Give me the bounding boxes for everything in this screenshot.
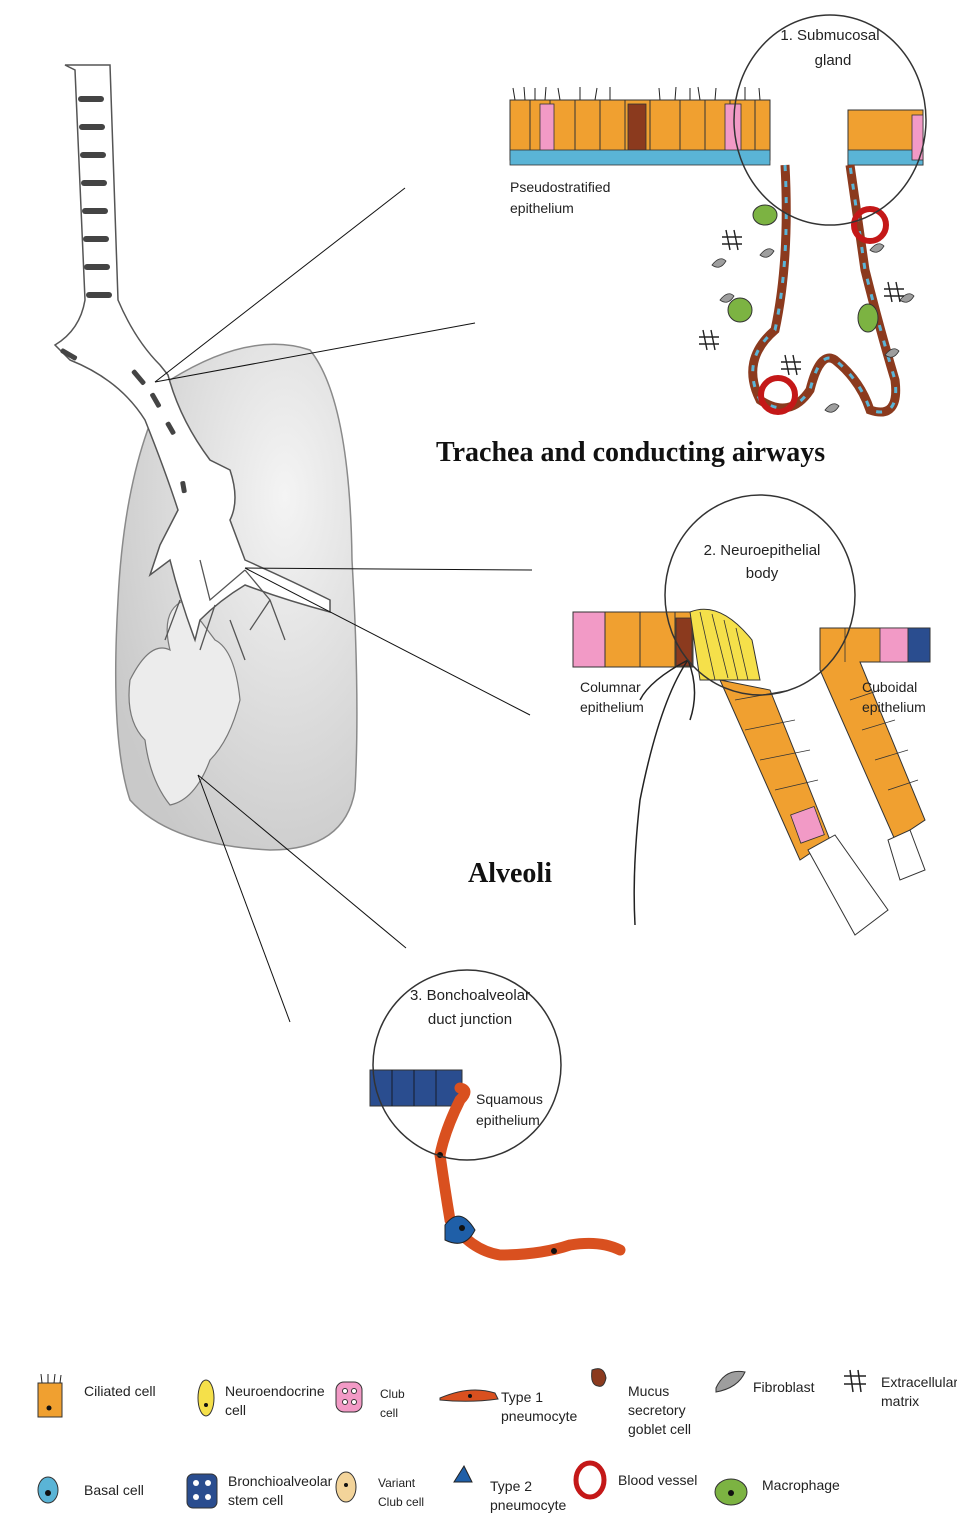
legend-vessel: Blood vessel xyxy=(618,1471,697,1490)
legend-ciliated: Ciliated cell xyxy=(84,1382,156,1401)
cuboidal-label-2: epithelium xyxy=(862,699,926,715)
neb-cluster xyxy=(690,609,760,680)
pseudostratified-label-1: Pseudostratified xyxy=(510,179,610,195)
legend-fibroblast: Fibroblast xyxy=(753,1378,814,1397)
legend-icons xyxy=(38,1369,866,1508)
neuroendocrine-cell-icon xyxy=(198,1380,214,1416)
gland-title-2: gland xyxy=(815,52,852,69)
macrophage-3 xyxy=(858,304,878,332)
squamous-label-2: epithelium xyxy=(476,1112,540,1128)
blood-vessel-icon xyxy=(576,1463,604,1497)
extracellular-matrix-icon xyxy=(844,1370,866,1392)
gland-duct xyxy=(753,165,896,412)
inset-neuroepithelial-body: 2. Neuroepithelial body Columnar epithel… xyxy=(573,495,930,935)
inset-bronchoalveolar-junction: 3. Bonchoalveolar duct junction Squamous… xyxy=(370,970,620,1255)
pseudostratified-label-2: epithelium xyxy=(510,200,574,216)
basc-icon xyxy=(187,1474,217,1508)
neb-title-1: 2. Neuroepithelial xyxy=(704,542,821,559)
legend-basal: Basal cell xyxy=(84,1481,144,1500)
macrophage-icon xyxy=(715,1479,747,1505)
ciliated-cell-icon xyxy=(38,1374,62,1417)
basal-cell-icon xyxy=(38,1477,58,1503)
badj-title-1: 3. Bonchoalveolar xyxy=(410,987,530,1004)
squamous-label-1: Squamous xyxy=(476,1091,543,1107)
legend-macrophage: Macrophage xyxy=(762,1476,840,1495)
pseudostratified-epithelium xyxy=(510,87,923,165)
club-cell-icon xyxy=(336,1382,362,1412)
columnar-label-2: epithelium xyxy=(580,699,644,715)
goblet-cell-icon xyxy=(592,1369,606,1387)
heading-alveoli: Alveoli xyxy=(468,858,552,890)
basc-cells xyxy=(370,1070,462,1106)
lung-illustration xyxy=(55,65,357,850)
columnar-label-1: Columnar xyxy=(580,679,641,695)
neb-title-2: body xyxy=(746,565,779,582)
cuboidal-label-1: Cuboidal xyxy=(862,679,917,695)
macrophage-2 xyxy=(728,298,752,322)
badj-title-2: duct junction xyxy=(428,1011,512,1028)
inset-submucosal-gland: 1. Submucosal gland Pseudostratified epi… xyxy=(510,15,926,412)
fibroblast-icon xyxy=(716,1371,745,1392)
type1-pneumocyte-icon xyxy=(440,1390,498,1401)
type2-pneumocyte-icon xyxy=(454,1466,472,1482)
gland-title-1: 1. Submucosal xyxy=(780,27,879,44)
macrophage-1 xyxy=(753,205,777,225)
variant-club-cell-icon xyxy=(336,1472,356,1502)
heading-trachea: Trachea and conducting airways xyxy=(436,437,825,469)
